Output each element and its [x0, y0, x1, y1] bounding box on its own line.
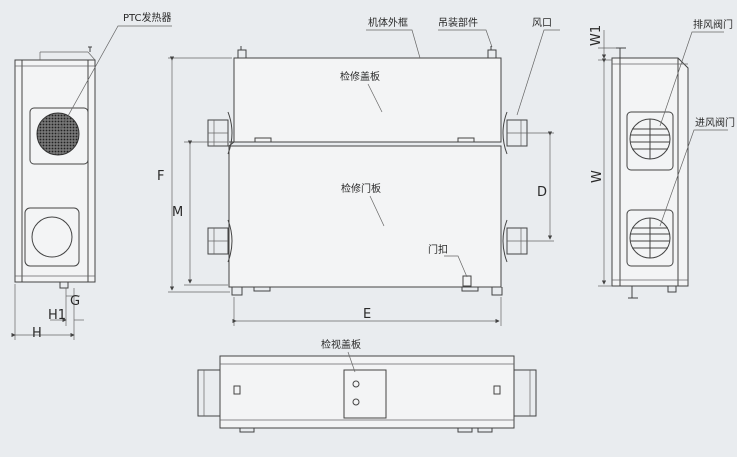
dim-H1: H1 — [48, 308, 66, 323]
dim-E: E — [363, 307, 371, 322]
service-cover-panel — [233, 57, 502, 143]
dim-M: M — [172, 205, 183, 220]
right-lower-port — [502, 219, 528, 263]
label-casing: 机体外框 — [368, 16, 408, 29]
label-exhaust-damper: 排风阀门 — [693, 18, 733, 31]
dim-G: G — [70, 294, 80, 309]
label-inspection-cover: 检视盖板 — [321, 338, 361, 351]
right-view-body — [611, 57, 689, 287]
front-view: F M D E 机体外框 吊装部件 风口 检修盖板 检修门板 门扣 — [157, 16, 560, 326]
inspection-cover-panel — [343, 369, 387, 419]
label-intake-damper: 进风阀门 — [695, 116, 735, 129]
bottom-view-body — [219, 355, 515, 429]
dim-D: D — [537, 185, 547, 200]
left-lower-port — [207, 219, 233, 263]
handle-icon — [233, 385, 241, 395]
label-service-cover: 检修盖板 — [340, 70, 380, 83]
dim-F: F — [157, 169, 164, 184]
door-latch-icon — [462, 275, 472, 287]
dim-W: W — [590, 170, 605, 183]
right-side-view: W W1 排风阀门 进风阀门 — [589, 18, 735, 299]
handle-icon — [493, 385, 501, 395]
left-view-body — [14, 59, 96, 283]
left-side-view: H H1 G PTC发热器 — [11, 11, 172, 341]
label-door-latch: 门扣 — [428, 243, 448, 256]
bottom-view: 检视盖板 — [197, 338, 537, 433]
dim-W1: W1 — [589, 25, 604, 46]
label-hanging-parts: 吊装部件 — [438, 16, 478, 29]
label-ptc-heater: PTC发热器 — [123, 11, 172, 24]
label-service-door: 检修门板 — [341, 182, 381, 195]
service-door-panel — [228, 145, 502, 288]
label-air-outlet: 风口 — [532, 17, 552, 29]
right-upper-port — [502, 111, 528, 155]
left-upper-port — [207, 111, 233, 155]
dim-H: H — [32, 326, 42, 341]
